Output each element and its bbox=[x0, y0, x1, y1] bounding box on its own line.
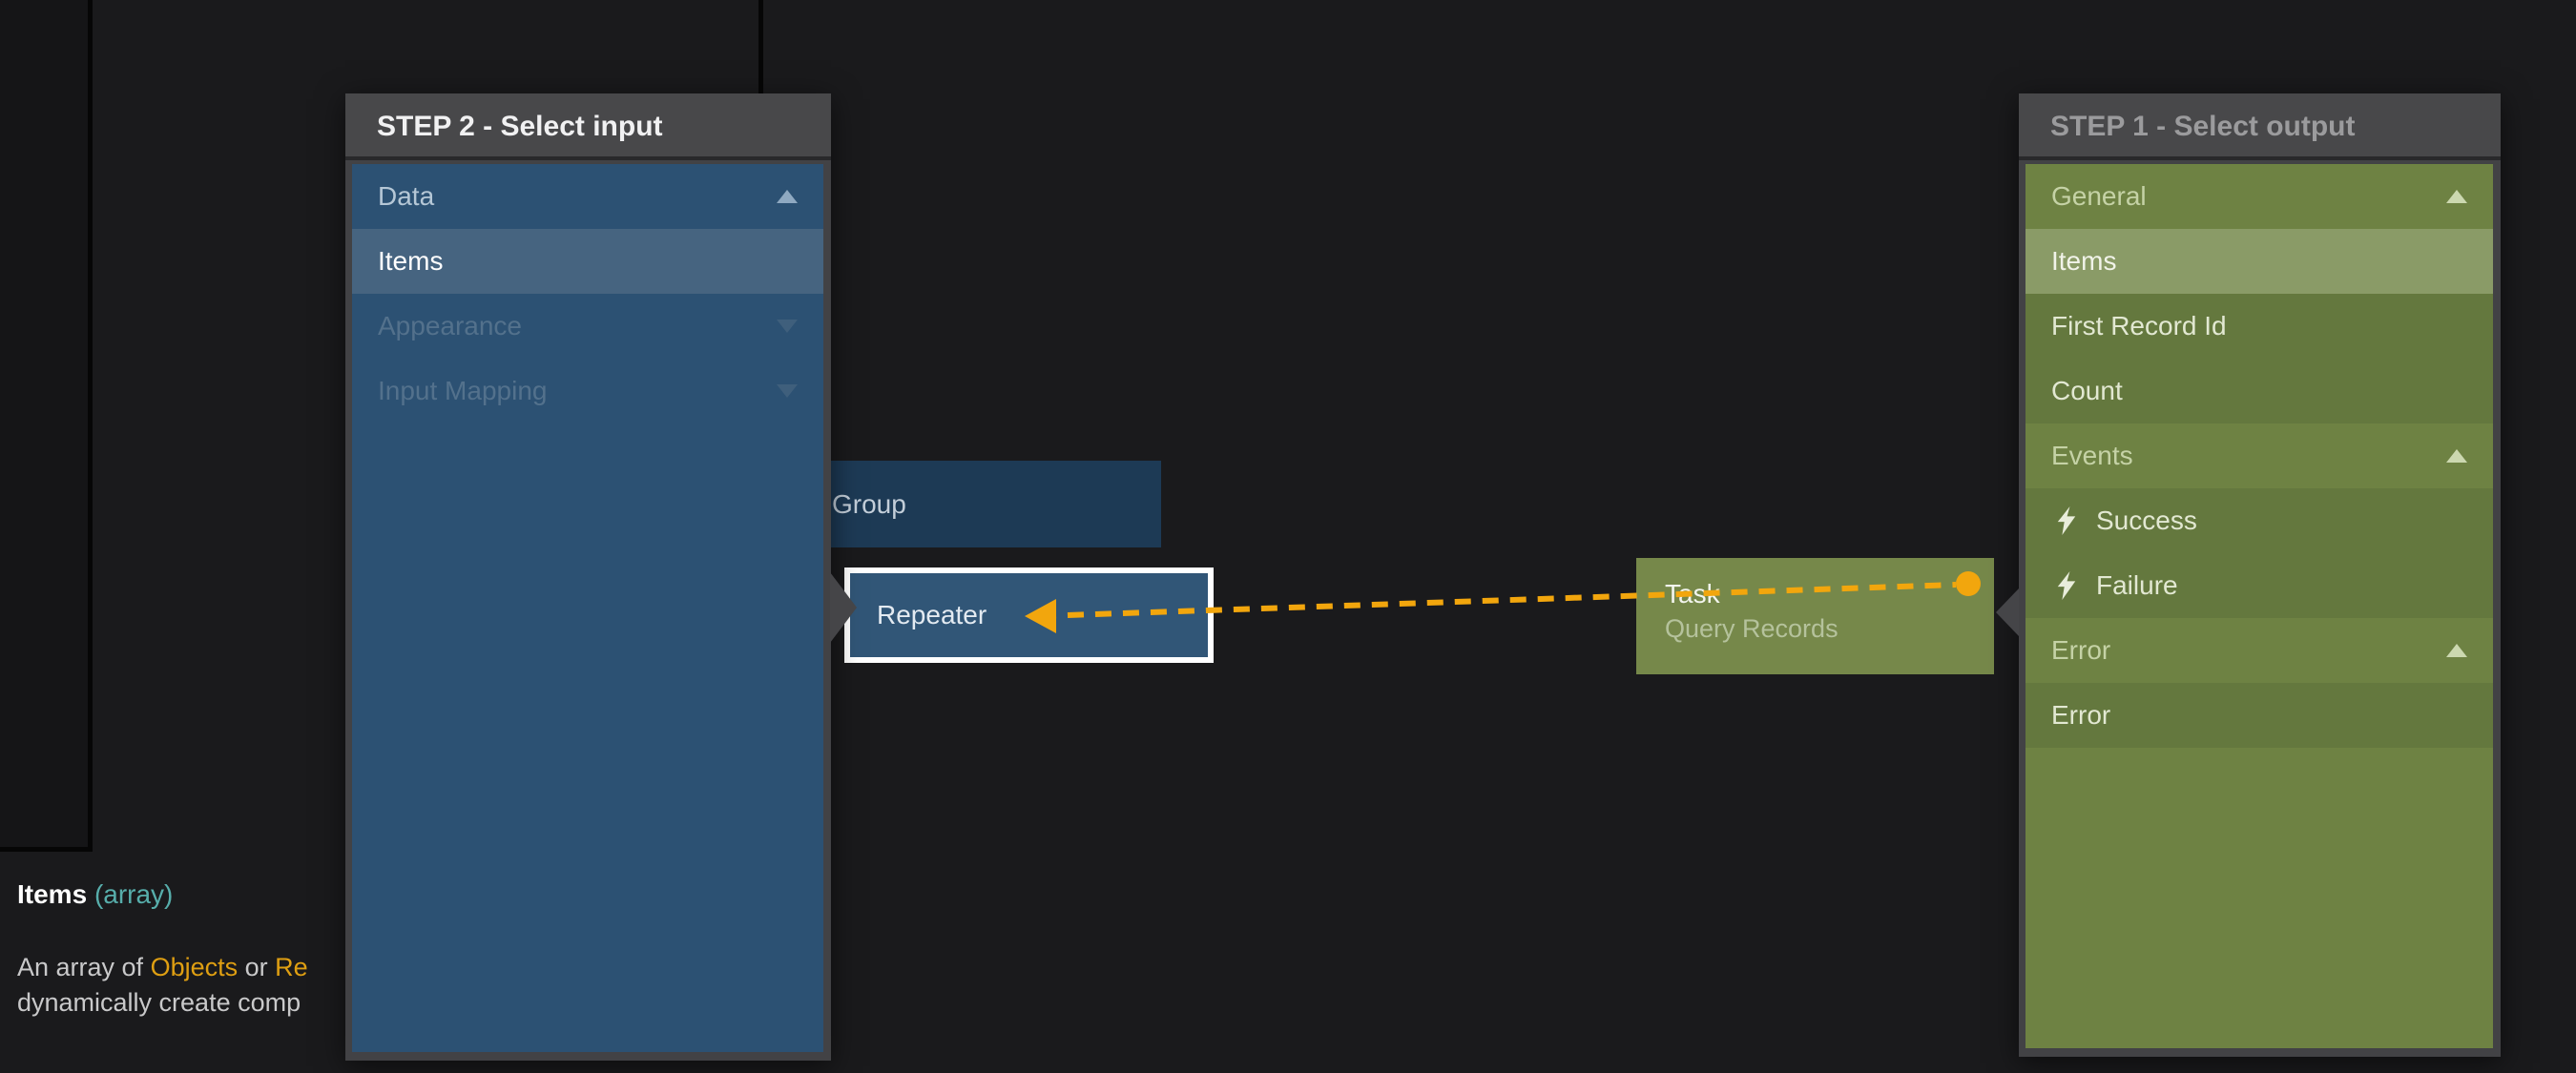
input-section-input-mapping[interactable]: Input Mapping bbox=[352, 359, 823, 423]
select-output-panel: STEP 1 - Select output General Items Fir… bbox=[1996, 93, 2501, 1057]
group-widget-label: Group bbox=[832, 488, 906, 519]
canvas-left-column bbox=[0, 0, 93, 852]
tooltip-link-objects: Objects bbox=[150, 953, 239, 981]
select-input-panel: STEP 2 - Select input Data Items Appeara… bbox=[345, 93, 857, 1061]
caret-up-icon bbox=[2446, 449, 2467, 463]
output-item-error[interactable]: Error bbox=[2025, 683, 2493, 748]
task-node-title: Task bbox=[1665, 579, 1720, 609]
panel-callout-arrow bbox=[830, 572, 857, 643]
output-section-error[interactable]: Error bbox=[2025, 618, 2493, 683]
output-item-count[interactable]: Count bbox=[2025, 359, 2493, 423]
output-event-success[interactable]: Success bbox=[2025, 488, 2493, 553]
tooltip-description-line1: An array of Objects or Re bbox=[17, 953, 308, 981]
caret-up-icon bbox=[2446, 190, 2467, 203]
output-item-first-record-id[interactable]: First Record Id bbox=[2025, 294, 2493, 359]
output-section-events[interactable]: Events bbox=[2025, 423, 2493, 488]
caret-down-icon bbox=[777, 320, 798, 333]
tooltip-property-type: (array) bbox=[93, 879, 174, 909]
select-output-panel-title: STEP 1 - Select output bbox=[2019, 93, 2501, 160]
repeater-widget-label: Repeater bbox=[877, 600, 987, 629]
tooltip-property-name: Items bbox=[17, 879, 88, 909]
tooltip-link-records: Re bbox=[275, 953, 308, 981]
output-item-items[interactable]: Items bbox=[2025, 229, 2493, 294]
lightning-icon bbox=[2057, 506, 2076, 535]
tooltip-description-line2: dynamically create comp bbox=[17, 988, 301, 1017]
task-node-subtitle: Query Records bbox=[1665, 614, 1839, 643]
task-node[interactable]: Task Query Records bbox=[1636, 558, 1994, 674]
caret-down-icon bbox=[777, 384, 798, 398]
caret-up-icon bbox=[2446, 644, 2467, 657]
tooltip-title: Items (array) bbox=[17, 877, 308, 912]
output-section-general[interactable]: General bbox=[2025, 164, 2493, 229]
select-output-panel-body: General Items First Record Id Count Even… bbox=[2025, 164, 2493, 1048]
input-section-data[interactable]: Data bbox=[352, 164, 823, 229]
panel-callout-arrow bbox=[1996, 588, 2019, 636]
input-item-items[interactable]: Items bbox=[352, 229, 823, 294]
output-event-failure[interactable]: Failure bbox=[2025, 553, 2493, 618]
caret-up-icon bbox=[777, 190, 798, 203]
lightning-icon bbox=[2057, 571, 2076, 600]
property-doc-tooltip: Items (array) An array of Objects or Re … bbox=[17, 877, 308, 1021]
select-input-panel-body: Data Items Appearance Input Mapping bbox=[352, 164, 823, 1052]
select-input-panel-title: STEP 2 - Select input bbox=[345, 93, 831, 160]
repeater-widget-selected[interactable]: Repeater bbox=[844, 567, 1214, 663]
input-section-appearance[interactable]: Appearance bbox=[352, 294, 823, 359]
